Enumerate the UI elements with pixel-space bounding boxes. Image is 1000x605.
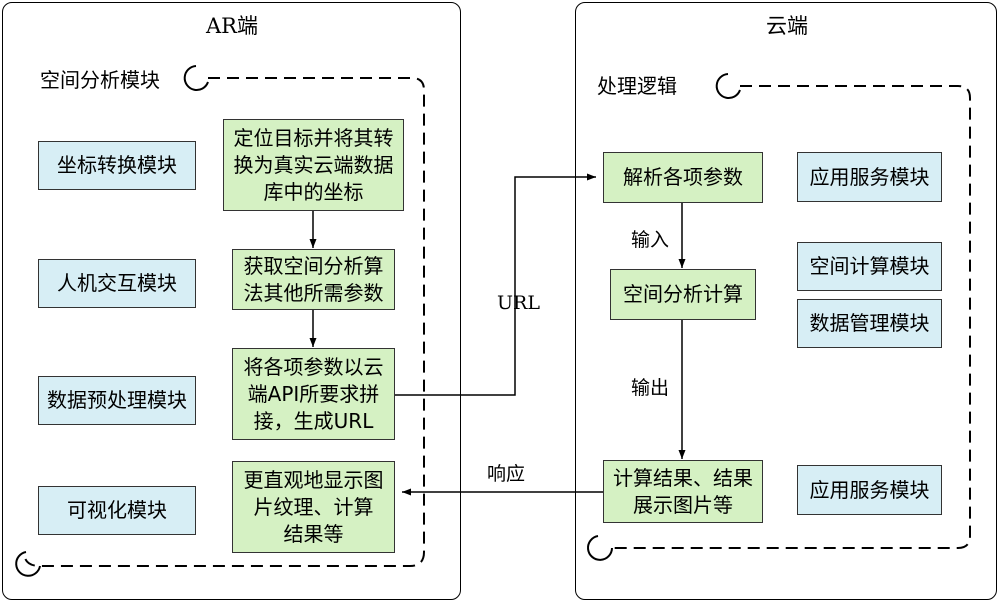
cloud-step-parse-parameters: 解析各项参数 <box>603 152 763 203</box>
ar-module-visualization: 可视化模块 <box>38 486 196 535</box>
ar-group-dashed-border <box>23 77 425 567</box>
cloud-module-spatial-computation: 空间计算模块 <box>797 242 942 291</box>
cloud-group-corner-mark-bottom <box>587 535 613 561</box>
cloud-panel-title: 云端 <box>766 14 808 38</box>
ar-step-get-parameters: 获取空间分析算 法其他所需参数 <box>232 249 395 310</box>
edge-label-response: 响应 <box>487 463 526 485</box>
cloud-module-application-service-2: 应用服务模块 <box>797 465 942 515</box>
ar-module-coordinate-transform: 坐标转换模块 <box>38 141 196 190</box>
edge-label-output: 输出 <box>631 377 670 399</box>
ar-module-data-preprocessing: 数据预处理模块 <box>38 376 196 425</box>
ar-step-display-results: 更直观地显示图 片纹理、计算 结果等 <box>232 461 395 553</box>
cloud-module-application-service: 应用服务模块 <box>797 152 942 202</box>
ar-group-corner-mark <box>183 65 209 91</box>
ar-step-build-url: 将各项参数以云 端API所要求拼 接，生成URL <box>232 348 395 440</box>
ar-group-label: 空间分析模块 <box>40 68 160 92</box>
cloud-panel <box>575 2 997 600</box>
cloud-step-results: 计算结果、结果 展示图片等 <box>603 460 763 523</box>
arrow-url-request <box>395 173 596 396</box>
cloud-step-spatial-computation: 空间分析计算 <box>610 269 756 320</box>
edge-label-input: 输入 <box>631 229 670 251</box>
cloud-group-label: 处理逻辑 <box>597 74 677 98</box>
ar-panel <box>2 2 461 600</box>
ar-step-locate-target: 定位目标并将其转 换为真实云端数据 库中的坐标 <box>223 119 404 211</box>
cloud-group-corner-mark <box>715 73 741 99</box>
cloud-module-data-management: 数据管理模块 <box>797 299 942 348</box>
ar-group-corner-mark-bottom <box>15 551 41 577</box>
edge-label-url: URL <box>497 292 540 314</box>
cloud-group-dashed-border <box>612 85 971 549</box>
ar-panel-title: AR端 <box>206 14 258 38</box>
ar-module-human-interaction: 人机交互模块 <box>38 259 196 308</box>
